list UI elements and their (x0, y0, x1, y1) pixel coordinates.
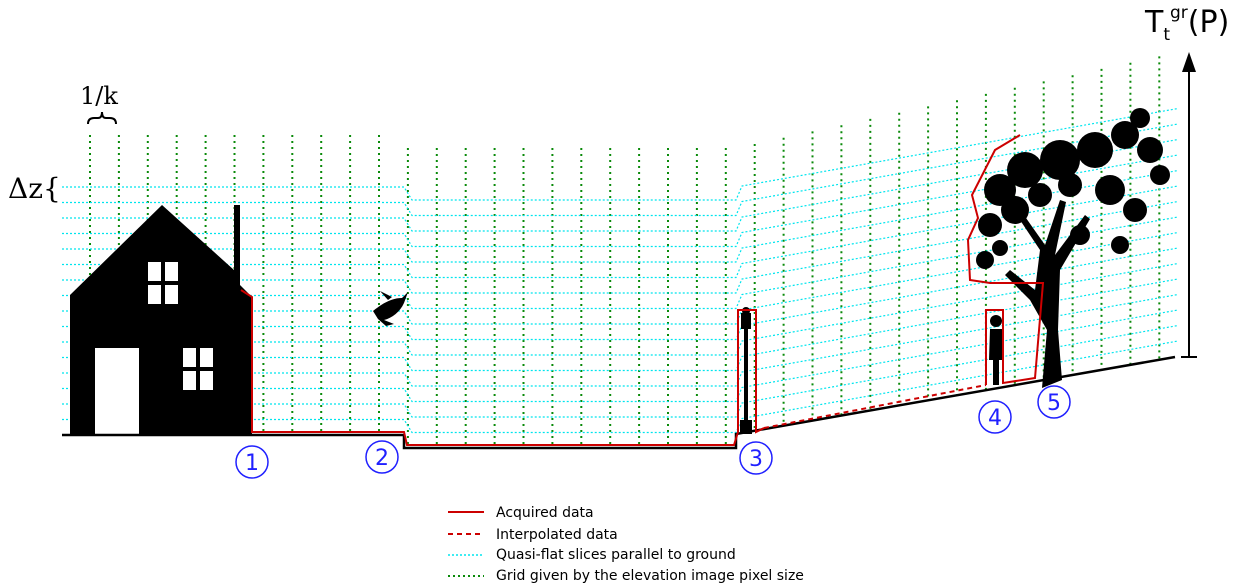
marker-4: 4 (978, 400, 1012, 434)
svg-text:1: 1 (245, 451, 259, 476)
marker-2: 2 (365, 440, 399, 474)
marker-1: 1 (235, 445, 269, 479)
slice-line (62, 216, 1179, 310)
slice-line (62, 107, 1179, 201)
legend: Acquired data Interpolated data Quasi-fl… (448, 505, 804, 584)
house-icon (70, 205, 252, 435)
person-icon (989, 315, 1003, 385)
marker-5: 5 (1037, 385, 1071, 419)
slice-line (62, 154, 1179, 248)
slice-line (62, 309, 1179, 403)
marker-group: 1 2 3 4 5 (235, 385, 1071, 479)
pixel-width-brace (87, 111, 117, 125)
svg-text:Acquired data: Acquired data (496, 505, 594, 521)
legend-item-acquired: Acquired data (448, 505, 594, 521)
slice-line (62, 169, 1179, 263)
slice-line (62, 200, 1179, 294)
marker-3: 3 (739, 441, 773, 475)
svg-text:Grid given by the elevation im: Grid given by the elevation image pixel … (496, 568, 804, 584)
elevation-axis (1181, 52, 1197, 358)
slice-line (62, 123, 1179, 217)
ground-line (62, 355, 1176, 450)
svg-text:2: 2 (375, 446, 389, 471)
slice-line (62, 185, 1179, 279)
svg-text:5: 5 (1047, 391, 1061, 416)
slice-line (62, 324, 1179, 418)
slice-line (62, 293, 1179, 387)
legend-item-interpolated: Interpolated data (448, 527, 618, 543)
legend-item-grid: Grid given by the elevation image pixel … (448, 568, 804, 584)
acquired-data-line (240, 134, 1045, 446)
slice-line (62, 247, 1179, 341)
slice-line (62, 340, 1179, 434)
slice-height-label: Δz{ (8, 172, 61, 205)
slice-line (62, 231, 1179, 325)
quasi-flat-slices (62, 107, 1179, 434)
slice-line (62, 262, 1179, 356)
axis-label: Ttgr(P) (1144, 3, 1229, 45)
bird-icon (373, 291, 408, 326)
legend-item-slices: Quasi-flat slices parallel to ground (448, 547, 736, 563)
svg-text:Interpolated data: Interpolated data (496, 527, 618, 543)
pixel-grid (89, 56, 1161, 448)
tree-icon (976, 108, 1170, 388)
slice-line (62, 138, 1179, 232)
svg-text:Quasi-flat slices parallel to: Quasi-flat slices parallel to ground (496, 547, 736, 563)
pixel-width-label: 1/k (80, 82, 118, 110)
svg-text:3: 3 (749, 447, 763, 472)
interpolated-data-line (763, 384, 987, 429)
slice-line (62, 278, 1179, 372)
svg-text:4: 4 (988, 406, 1002, 431)
